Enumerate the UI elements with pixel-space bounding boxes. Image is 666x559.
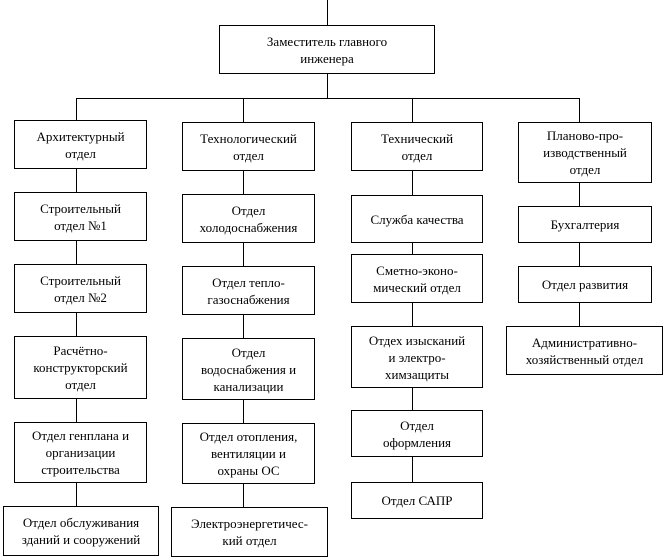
- dept-quality-service: Служба качества: [351, 195, 483, 243]
- dept-calculation-design: Расчётно- конструкторский отдел: [14, 336, 147, 399]
- dept-design-formatting: Отдел оформления: [351, 410, 483, 457]
- dept-electrical: Электроэнергетичес- кий отдел: [171, 507, 328, 557]
- dept-cold-supply: Отдел холодоснабжения: [182, 194, 315, 243]
- dept-master-plan: Отдел генплана и организации строительст…: [14, 422, 147, 483]
- dept-technical: Технический отдел: [351, 122, 483, 171]
- dept-surveys-protection: Отдех изысканий и электро- химзащиты: [351, 326, 483, 388]
- dept-technological: Технологический отдел: [182, 122, 315, 171]
- dept-water-sewerage: Отдел водоснабжения и канализации: [182, 338, 315, 400]
- dept-heating-ventilation: Отдел отопления, вентиляции и охраны ОС: [182, 423, 315, 484]
- dept-heat-gas-supply: Отдел тепло- газоснабжения: [182, 266, 315, 315]
- dept-cad: Отдел САПР: [351, 482, 483, 519]
- dept-construction-2: Строительный отдел №2: [14, 264, 147, 313]
- dept-accounting: Бухгалтерия: [518, 206, 652, 243]
- head-box: Заместитель главного инженера: [219, 25, 435, 74]
- dept-construction-1: Строительный отдел №1: [14, 192, 147, 241]
- dept-planning-production: Планово-про- изводственный отдел: [518, 122, 652, 183]
- dept-estimates-economics: Сметно-эконо- мический отдел: [351, 254, 483, 303]
- dept-architectural: Архитектурный отдел: [14, 120, 147, 169]
- dept-administrative: Административно- хозяйственный отдел: [506, 326, 663, 375]
- dept-development: Отдел развития: [518, 266, 652, 303]
- dept-building-maintenance: Отдел обслуживания зданий и сооружений: [3, 506, 159, 556]
